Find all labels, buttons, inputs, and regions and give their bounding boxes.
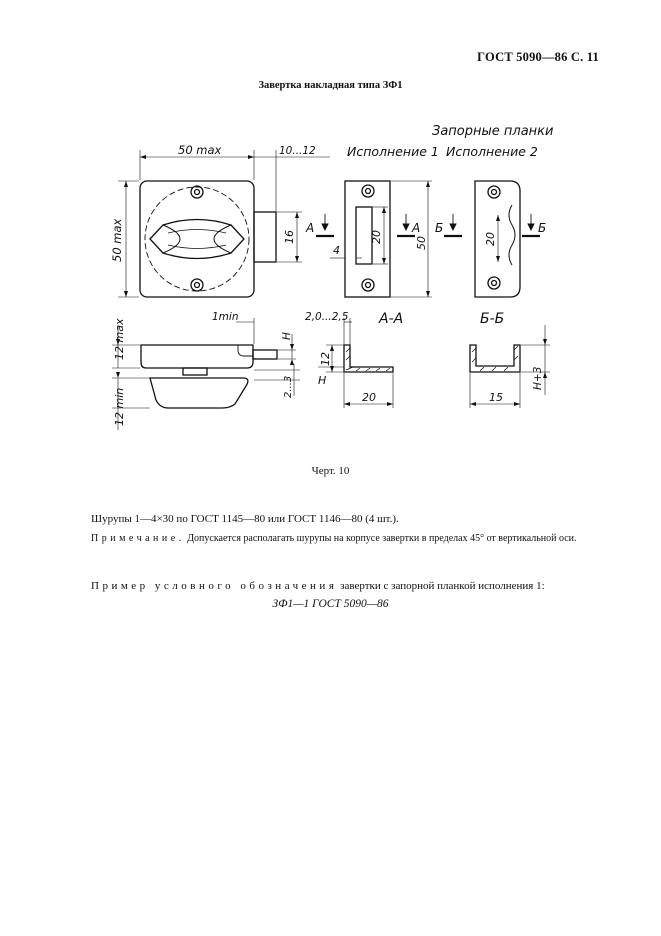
dim-20-slot: 20 — [370, 230, 383, 244]
label-version-1: Исполнение 1 — [347, 144, 439, 159]
dim-1min: 1min — [212, 311, 238, 323]
page-header: ГОСТ 5090—86 С. 11 — [477, 50, 599, 64]
dim-16: 16 — [283, 230, 296, 244]
dim-2-3: 2...3 — [283, 376, 294, 398]
cut-label-b-right: Б — [538, 221, 546, 235]
dim-h-plus-3: H+3 — [532, 367, 544, 390]
dim-15: 15 — [489, 391, 503, 404]
dim-50max-width: 50 max — [178, 143, 222, 157]
example-paragraph: Пример условного обозначения завертки с … — [91, 579, 611, 594]
cut-label-b-left: Б — [435, 221, 443, 235]
dim-20-section: 20 — [362, 391, 376, 404]
label-version-2: Исполнение 2 — [446, 144, 538, 159]
screws-spec: Шурупы 1—4×30 по ГОСТ 1145—80 или ГОСТ 1… — [91, 513, 399, 525]
dim-12max: 12 max — [113, 318, 126, 360]
example-text: завертки с запорной планкой исполнения 1… — [337, 580, 545, 592]
dim-4: 4 — [333, 244, 340, 257]
figure-title: Завертка накладная типа ЗФ1 — [258, 80, 403, 91]
example-label: Пример условного обозначения — [91, 580, 338, 592]
label-striker-plates: Запорные планки — [432, 124, 553, 139]
dim-12min: 12 min — [113, 388, 126, 426]
section-aa-label: А-А — [378, 311, 403, 327]
note-label: Примечание. — [91, 533, 185, 544]
dim-50: 50 — [415, 236, 428, 250]
technical-drawing: Запорные планки Исполнение 1 Исполнение … — [110, 124, 553, 430]
note-paragraph: Примечание. Допускается располагать шуру… — [62, 532, 610, 546]
dim-50max-height: 50 max — [110, 218, 124, 262]
dim-10-12: 10...12 — [279, 145, 316, 157]
dim-h-side: H — [318, 374, 326, 387]
cut-label-a-left: А — [305, 221, 314, 235]
figure-caption: Черт. 10 — [311, 465, 350, 477]
cut-label-a-right: А — [411, 221, 420, 235]
dim-2-25: 2,0...2,5 — [305, 311, 349, 323]
designation: ЗФ1—1 ГОСТ 5090—86 — [272, 598, 389, 610]
dim-h-top: H — [281, 332, 293, 340]
dim-12: 12 — [319, 352, 332, 366]
dim-20-plate: 20 — [484, 232, 497, 246]
section-bb-label: Б-Б — [480, 311, 504, 327]
note-text: Допускается располагать шурупы на корпус… — [184, 533, 577, 544]
